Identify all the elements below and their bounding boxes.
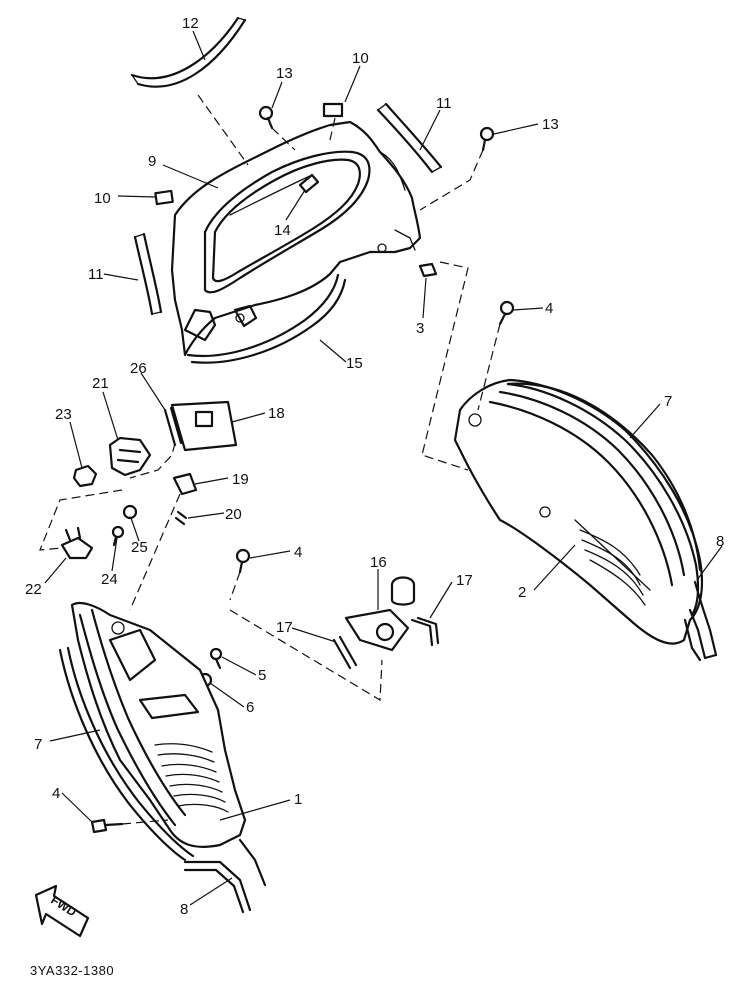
part-13-screw-right	[479, 126, 495, 152]
part-20-screw	[174, 510, 188, 526]
callout-23: 23	[55, 406, 72, 423]
callout-1: 1	[294, 791, 302, 808]
callout-10: 10	[352, 50, 369, 67]
callout-3: 3	[416, 320, 424, 337]
callout-24: 24	[101, 571, 118, 588]
diagram-code: 3YA332-1380	[30, 963, 114, 978]
callout-13: 13	[542, 116, 559, 133]
part-15-trim-wire	[186, 273, 347, 364]
part-26-pin	[163, 406, 183, 447]
callout-14: 14	[274, 222, 291, 239]
part-10-clip-top	[322, 102, 344, 118]
part-17-pin-left	[332, 635, 358, 670]
callout-20: 20	[225, 506, 242, 523]
part-19-catch	[172, 472, 198, 496]
callout-4: 4	[294, 544, 302, 561]
part-11-strip-right	[376, 102, 443, 174]
callout-numbers: 12 13 10 11 13 9 10 14 11 15 3 4 7 2 8 2…	[25, 15, 724, 918]
part-22-bracket	[60, 526, 94, 560]
part-12-weatherstrip	[130, 16, 247, 88]
callout-13: 13	[276, 65, 293, 82]
part-23-nut	[72, 464, 98, 488]
fwd-arrow-icon: FWD	[34, 884, 90, 938]
part-25-washer	[122, 504, 138, 520]
callout-8: 8	[180, 901, 188, 918]
callout-25: 25	[131, 539, 148, 556]
part-8-left-bracket	[183, 838, 267, 914]
part-10-clip-left	[154, 189, 174, 206]
callout-26: 26	[130, 360, 147, 377]
part-1-left-side-panel	[70, 601, 247, 848]
part-11-strip-left	[133, 232, 163, 316]
part-4-screw-mid	[235, 548, 251, 574]
callout-6: 6	[246, 699, 254, 716]
callout-5: 5	[258, 667, 266, 684]
part-4-screw-lower	[90, 818, 124, 834]
part-21-hinge	[108, 436, 152, 477]
callout-22: 22	[25, 581, 42, 598]
callout-2: 2	[518, 584, 526, 601]
callout-7: 7	[34, 736, 42, 753]
callout-4: 4	[52, 785, 60, 802]
callout-leaders	[44, 30, 723, 906]
part-18-lid	[170, 400, 238, 452]
callout-17: 17	[456, 572, 473, 589]
callout-9: 9	[148, 153, 156, 170]
part-3-nut	[418, 262, 438, 278]
part-5-screw	[209, 647, 223, 670]
part-13-screw-left	[258, 105, 274, 130]
callout-19: 19	[232, 471, 249, 488]
part-17-pin-right	[410, 616, 440, 647]
callout-11: 11	[88, 266, 104, 283]
callout-11: 11	[436, 95, 452, 112]
part-24-bolt	[111, 525, 125, 547]
callout-17: 17	[276, 619, 293, 636]
part-14-emblem	[298, 173, 320, 194]
part-16-lock	[344, 576, 416, 652]
part-2-right-side-panel	[453, 378, 704, 645]
part-4-screw-right-panel	[498, 300, 515, 326]
assembly-guide-lines	[39, 94, 501, 825]
callout-10: 10	[94, 190, 111, 207]
callout-15: 15	[346, 355, 363, 372]
callout-12: 12	[182, 15, 199, 32]
callout-16: 16	[370, 554, 387, 571]
part-7-right-seal	[506, 382, 702, 572]
part-7-left-seal	[58, 646, 195, 862]
callout-4: 4	[545, 300, 553, 317]
part-8-right-bracket	[683, 580, 718, 662]
callout-21: 21	[92, 375, 109, 392]
callout-8: 8	[716, 533, 724, 550]
callout-7: 7	[664, 393, 672, 410]
part-9-front-cowling	[170, 120, 422, 357]
callout-18: 18	[268, 405, 285, 422]
